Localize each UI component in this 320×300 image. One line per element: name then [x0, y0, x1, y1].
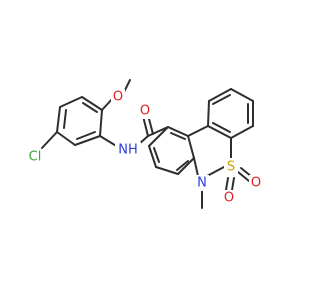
- atom-n-ring: N: [195, 175, 209, 191]
- atom-label-nh: NH: [118, 143, 138, 158]
- bond: [59, 96, 83, 108]
- bond: [148, 145, 157, 168]
- bond: [41, 131, 58, 149]
- atom-o-sulfonyl-2: O: [222, 190, 236, 206]
- bonds: [41, 79, 254, 209]
- bond: [56, 106, 61, 133]
- bond: [147, 126, 169, 137]
- atom-cl: Cl: [24, 149, 46, 165]
- bond: [176, 160, 189, 171]
- bond: [237, 171, 250, 182]
- atom-o-carbonyl: O: [138, 103, 152, 119]
- bond: [56, 131, 76, 146]
- bond: [206, 166, 225, 177]
- atom-nh: NH: [115, 142, 141, 158]
- bond: [167, 126, 189, 137]
- bond: [230, 125, 254, 139]
- bond: [230, 88, 254, 102]
- atom-o-sulfonyl-1: O: [249, 175, 263, 191]
- atom-label-n-ring: N: [197, 176, 207, 191]
- bond: [63, 109, 67, 129]
- atom-label-o-carbonyl: O: [140, 104, 150, 119]
- bond: [231, 177, 235, 191]
- molecule-diagram: Cl O O NH N S: [24, 79, 263, 209]
- bond: [212, 94, 231, 105]
- bond: [76, 131, 96, 140]
- bond: [187, 125, 209, 137]
- atom-labels: Cl O O NH N S: [24, 89, 263, 206]
- atom-label-o-sulfonyl-1: O: [251, 176, 261, 191]
- molecule-structure: Cl O O NH N S: [24, 79, 263, 209]
- bond: [170, 132, 186, 140]
- atom-label-o-sulfonyl-2: O: [224, 191, 234, 206]
- atom-s: S: [224, 158, 238, 176]
- bond: [187, 135, 195, 159]
- bond: [142, 115, 149, 137]
- bond: [153, 147, 160, 163]
- atom-label-s: S: [227, 160, 235, 175]
- bond: [193, 157, 199, 177]
- bond: [155, 166, 179, 175]
- bond: [74, 135, 101, 146]
- atom-o-methoxy: O: [111, 89, 125, 105]
- atom-label-o-methoxy: O: [113, 90, 123, 105]
- bond: [177, 157, 195, 175]
- bond: [99, 109, 103, 137]
- bond: [207, 100, 210, 127]
- bond: [225, 177, 229, 191]
- bond: [212, 122, 231, 133]
- bond: [82, 102, 98, 113]
- atom-label-cl: Cl: [29, 150, 42, 165]
- bond: [148, 126, 169, 147]
- bond: [207, 125, 232, 139]
- bond: [208, 88, 232, 102]
- bond: [81, 96, 103, 111]
